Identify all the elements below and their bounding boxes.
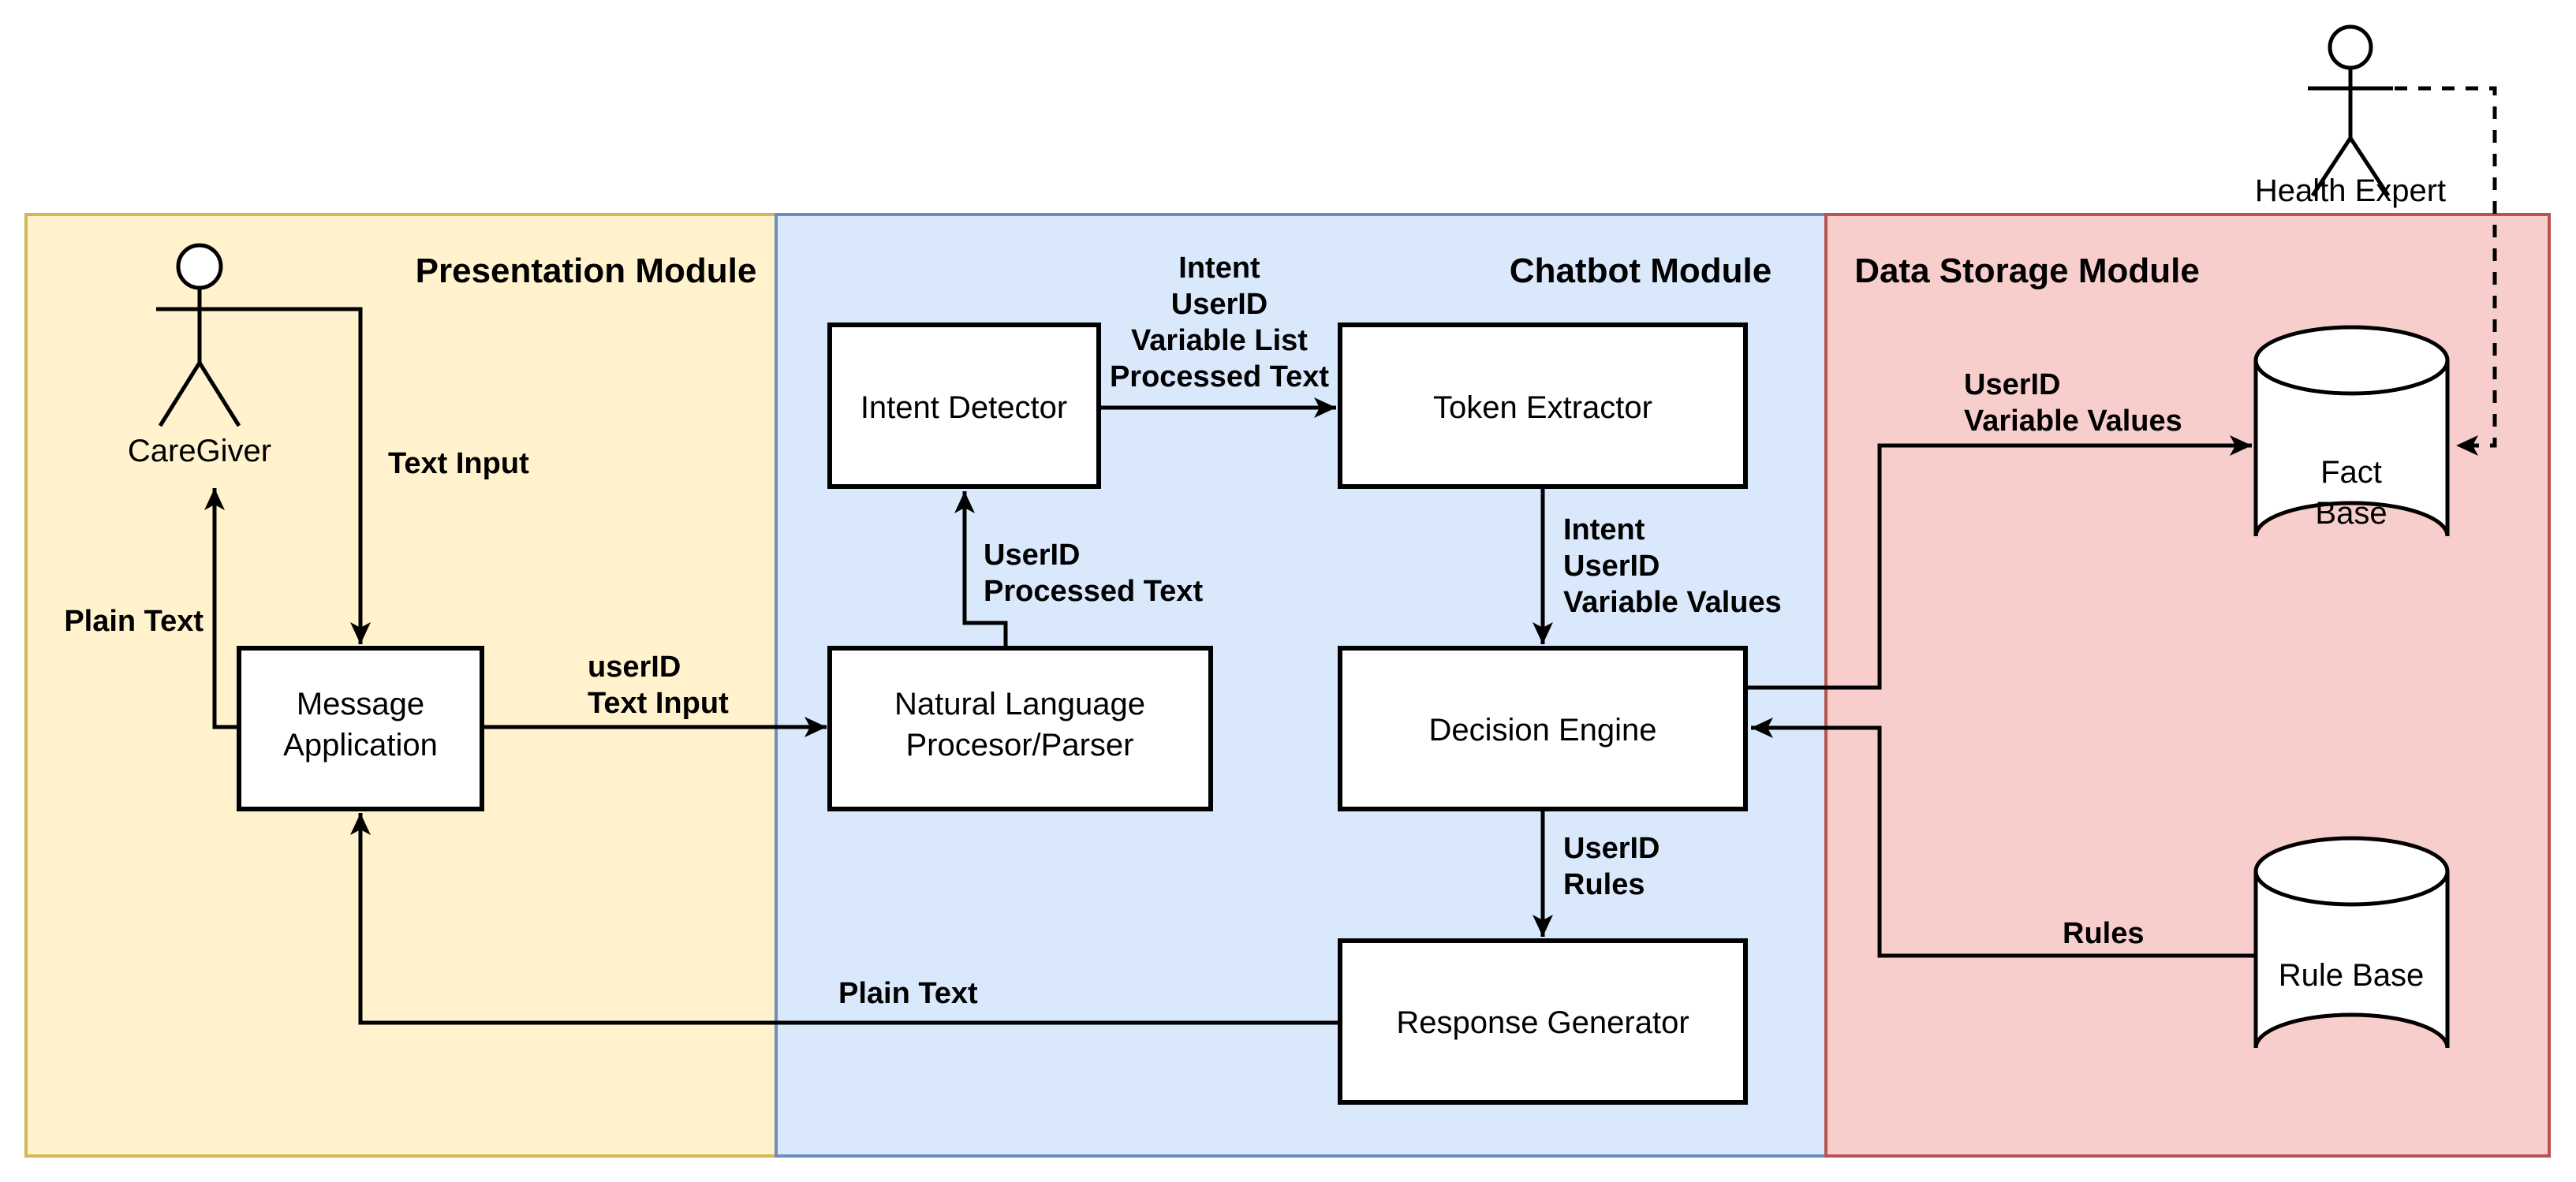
edge-label-line: Plain Text (64, 605, 203, 638)
node-message-application: Message Application (237, 646, 484, 811)
edge-label-line: Variable Values (1964, 405, 2182, 438)
database-cylinder-top-icon (2253, 360, 2450, 396)
node-fact-base: Fact Base (2253, 325, 2450, 537)
stick-figure-body-icon (2308, 68, 2393, 197)
edge-label-line: Text Input (588, 687, 729, 720)
edge-label-line: Variable List (1131, 324, 1308, 357)
node-box (1338, 323, 1748, 489)
node-box (237, 646, 484, 811)
chatbot-module-title: Chatbot Module (1510, 252, 1771, 290)
node-natural-language-processor: Natural Language Procesor/Parser (827, 646, 1213, 811)
node-label-line: Token Extractor (1433, 390, 1652, 425)
edge-label-line: userID (588, 651, 681, 684)
actor-label: Health Expert (2255, 173, 2446, 208)
actor-label: CareGiver (128, 434, 271, 468)
actor-caregiver: CareGiver (128, 243, 271, 468)
node-rule-base: Rule Base (2253, 836, 2450, 1049)
stick-figure-body-icon (156, 288, 243, 427)
node-label-line: Natural Language (894, 687, 1145, 722)
edge-label-rule-base-to-decision: Rules (2063, 917, 2144, 950)
database-cylinder-icon (2253, 836, 2450, 1049)
edge-response-to-message (350, 813, 1340, 1025)
node-box (1338, 646, 1748, 811)
node-label-line: Application (283, 728, 438, 763)
node-label-line: Message (297, 687, 424, 722)
edge-label-message-to-caregiver: Plain Text (64, 605, 203, 638)
edge-message-to-caregiver (204, 488, 239, 729)
node-box (827, 646, 1213, 811)
stick-figure-head-icon (2328, 24, 2373, 70)
edge-label-line: Variable Values (1563, 586, 1782, 619)
presentation-module-title: Presentation Module (416, 252, 757, 290)
edge-health-expert-to-fact-base (2395, 86, 2497, 456)
node-label-line: Procesor/Parser (906, 728, 1134, 763)
edge-label-line: Rules (2063, 917, 2144, 950)
actor-health-expert: Health Expert (2255, 24, 2446, 208)
edge-label-message-to-nlp: userID Text Input (588, 651, 729, 720)
stick-figure-head-icon (176, 243, 223, 290)
edge-label-caregiver-to-message: Text Input (388, 447, 529, 480)
edge-label-line: UserID (1171, 288, 1268, 321)
edge-label-line: Processed Text (984, 575, 1203, 608)
edge-decision-to-fact-base (1745, 435, 2252, 690)
edge-label-line: UserID (984, 539, 1081, 572)
edge-nlp-to-intent (954, 491, 1008, 648)
edge-rule-base-to-decision (1751, 718, 2256, 958)
edge-label-token-to-decision: Intent UserID Variable Values (1563, 513, 1782, 619)
node-box (1338, 938, 1748, 1105)
edge-label-line: Text Input (388, 447, 529, 480)
node-decision-engine: Decision Engine (1338, 646, 1748, 811)
database-cylinder-top-icon (2253, 871, 2450, 907)
edge-caregiver-to-message (243, 307, 371, 644)
edge-label-line: UserID (1563, 550, 1660, 583)
edge-label-nlp-to-intent: UserID Processed Text (984, 539, 1203, 608)
edge-label-line: Rules (1563, 868, 1645, 901)
node-intent-detector: Intent Detector (827, 323, 1101, 489)
node-box (827, 323, 1101, 489)
edge-label-line: Plain Text (838, 977, 978, 1010)
edge-label-line: Intent (1563, 513, 1645, 546)
node-label-line: Decision Engine (1428, 713, 1656, 748)
data-storage-module-title: Data Storage Module (1854, 252, 2200, 290)
node-label-line: Intent Detector (861, 390, 1067, 425)
edge-label-line: Intent (1178, 252, 1260, 285)
node-label-line: Base (2315, 496, 2387, 531)
node-response-generator: Response Generator (1338, 938, 1748, 1105)
node-label-line: Fact (2320, 455, 2382, 490)
edge-label-line: UserID (1964, 368, 2061, 401)
node-label-line: Rule Base (2279, 958, 2425, 993)
edge-label-intent-to-token: Intent UserID Variable List Processed Te… (1110, 252, 1329, 393)
edge-label-line: UserID (1563, 832, 1660, 865)
node-token-extractor: Token Extractor (1338, 323, 1748, 489)
edge-label-response-to-message: Plain Text (838, 977, 978, 1010)
node-label-line: Response Generator (1396, 1005, 1689, 1040)
edge-label-line: Processed Text (1110, 360, 1329, 393)
edge-label-decision-to-response: UserID Rules (1563, 832, 1660, 901)
edge-label-decision-to-fact-base: UserID Variable Values (1964, 368, 2182, 438)
